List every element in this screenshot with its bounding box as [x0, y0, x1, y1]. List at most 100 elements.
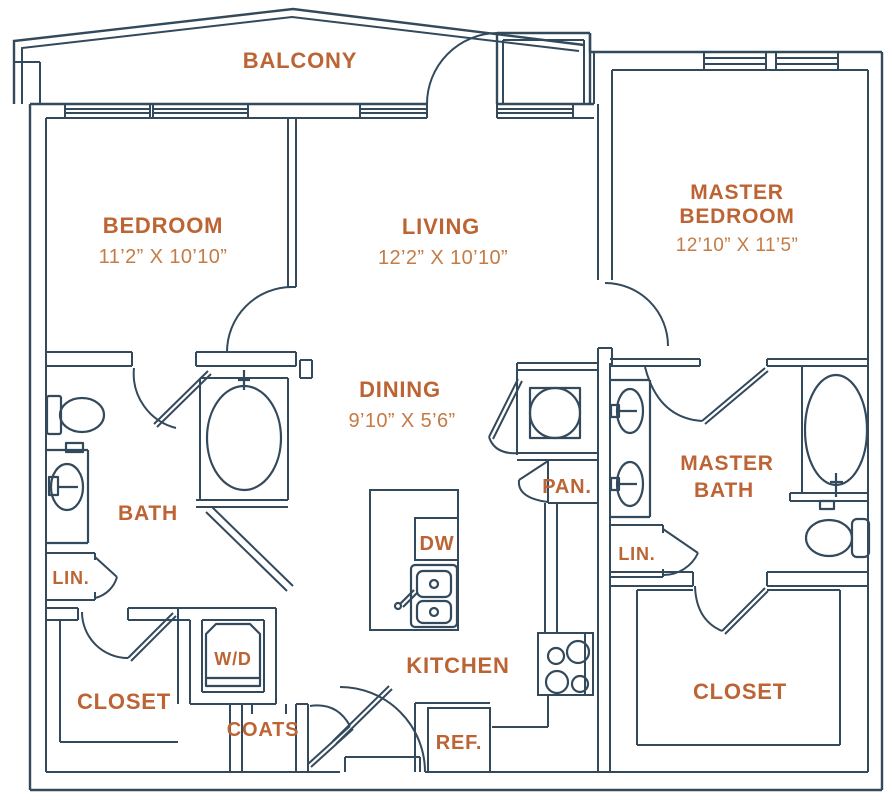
washer-dryer-label: W/D [214, 649, 251, 669]
bedroom-label: BEDROOM [103, 213, 224, 238]
kitchen: DW KITCHEN REF. [369, 489, 594, 773]
sink-bowl [49, 462, 85, 512]
closets-left: W/D CLOSET COATS [77, 622, 300, 741]
tub-step [818, 499, 836, 511]
washer-dryer-unit-icon [204, 622, 262, 688]
window-icon [64, 104, 151, 118]
drain [428, 578, 440, 590]
closet-left-door-swing-icon [81, 611, 177, 662]
master-bedroom: MASTER BEDROOM 12’10” X 11’5” [676, 181, 799, 256]
sink-bowl-bottom [415, 599, 453, 625]
linen-right-label: LIN. [618, 544, 655, 564]
window-icon [775, 52, 839, 70]
interior-walls [46, 70, 868, 772]
bedroom-bottom-wall [46, 351, 297, 367]
sink-bowl-top [415, 569, 453, 599]
master-closet-walls [636, 589, 841, 746]
faucet [399, 589, 418, 608]
sink-bowl [615, 387, 645, 435]
linen-left-label: LIN. [52, 568, 89, 588]
double-vanity-sink-icon [609, 378, 652, 519]
burner [544, 669, 570, 695]
toilet-icon [804, 517, 871, 559]
living-label: LIVING [402, 214, 480, 239]
pantry-door-swing-icon [517, 460, 549, 503]
bathtub-icon [803, 373, 869, 511]
balcony-closet-inner [502, 39, 585, 104]
bath-door-swing-icon [132, 367, 212, 429]
tub-basin [205, 384, 283, 492]
utility-closet-walls [516, 362, 598, 504]
tub-faucet [830, 473, 843, 497]
stove-box [537, 632, 594, 696]
linen-right-walls [610, 524, 664, 578]
bedroom-dims: 11’2” X 10’10” [99, 246, 228, 268]
burner [546, 646, 566, 666]
vanity-counter [610, 378, 652, 519]
doors [81, 282, 769, 773]
burner [565, 639, 591, 665]
dining-wall-cap [299, 359, 313, 379]
window-icon [152, 104, 249, 118]
burner [570, 674, 590, 694]
master-bath-bottom-wall [610, 571, 868, 587]
diagonal-wall [205, 506, 294, 592]
bath: BATH LIN. [45, 370, 283, 601]
master-bedroom-dims: 12’10” X 11’5” [676, 235, 799, 256]
utility-sink-icon [528, 386, 582, 440]
master-bedroom-label-2: BEDROOM [679, 205, 794, 228]
coats-door-swing-icon [307, 704, 354, 768]
dishwasher-label: DW [420, 533, 455, 555]
master-bath: MASTER BATH LIN. [609, 373, 871, 578]
coats-closet-walls [229, 703, 309, 772]
kitchen-counter-wall [492, 503, 558, 728]
kitchen-island [369, 489, 459, 631]
toilet-bowl [58, 396, 106, 434]
bedroom: BEDROOM 11’2” X 10’10” [99, 213, 228, 268]
wd-unit [204, 622, 262, 688]
master-closet: CLOSET [693, 679, 787, 704]
refrigerator-box [427, 707, 491, 773]
bedroom-door-swing-icon [226, 286, 293, 353]
toilet-tank [850, 517, 871, 559]
sink-bowl [615, 460, 645, 508]
tub-faucet [238, 370, 250, 390]
balcony: BALCONY [12, 7, 592, 105]
refrigerator-label: REF. [436, 732, 483, 754]
drain [428, 606, 440, 618]
windows [64, 52, 839, 118]
balcony-step [14, 61, 41, 104]
bedroom-living-wall [287, 118, 297, 288]
closet-left-walls [46, 607, 191, 743]
balcony-outline-outer [12, 7, 585, 104]
kitchen-label: KITCHEN [406, 653, 509, 678]
balcony-door-swing-icon [426, 32, 498, 105]
living: LIVING 12’2” X 10’10” [378, 214, 508, 269]
master-bath-door-swing-icon [644, 366, 769, 425]
master-bath-label-1: MASTER [680, 452, 773, 475]
window-icon [359, 104, 428, 118]
window-icon [703, 52, 767, 70]
balcony-label: BALCONY [243, 48, 357, 73]
master-bath-label-2: BATH [694, 479, 754, 502]
utility-door-swing-icon [488, 378, 523, 455]
closet-right-label: CLOSET [693, 679, 787, 704]
master-bedroom-wall [597, 70, 613, 366]
closet-left-label: CLOSET [77, 689, 171, 714]
master-top-wall-outer [588, 33, 882, 54]
exterior-walls [28, 33, 884, 792]
dishwasher-box [414, 517, 459, 561]
tub-basin [803, 373, 869, 487]
linen-left-walls [46, 552, 96, 601]
pantry-label: PAN. [542, 476, 592, 498]
master-bedroom-label-1: MASTER [690, 181, 783, 204]
dining: DINING 9’10” X 5’6” [348, 377, 455, 432]
kitchen-double-sink-icon [393, 563, 459, 629]
faucet-spout [619, 409, 637, 486]
center-spine-wall [597, 363, 611, 772]
coats-label: COATS [227, 719, 300, 741]
living-dims: 12’2” X 10’10” [378, 247, 508, 269]
dining-dims: 9’10” X 5’6” [348, 410, 455, 432]
sink-unit [409, 563, 459, 629]
